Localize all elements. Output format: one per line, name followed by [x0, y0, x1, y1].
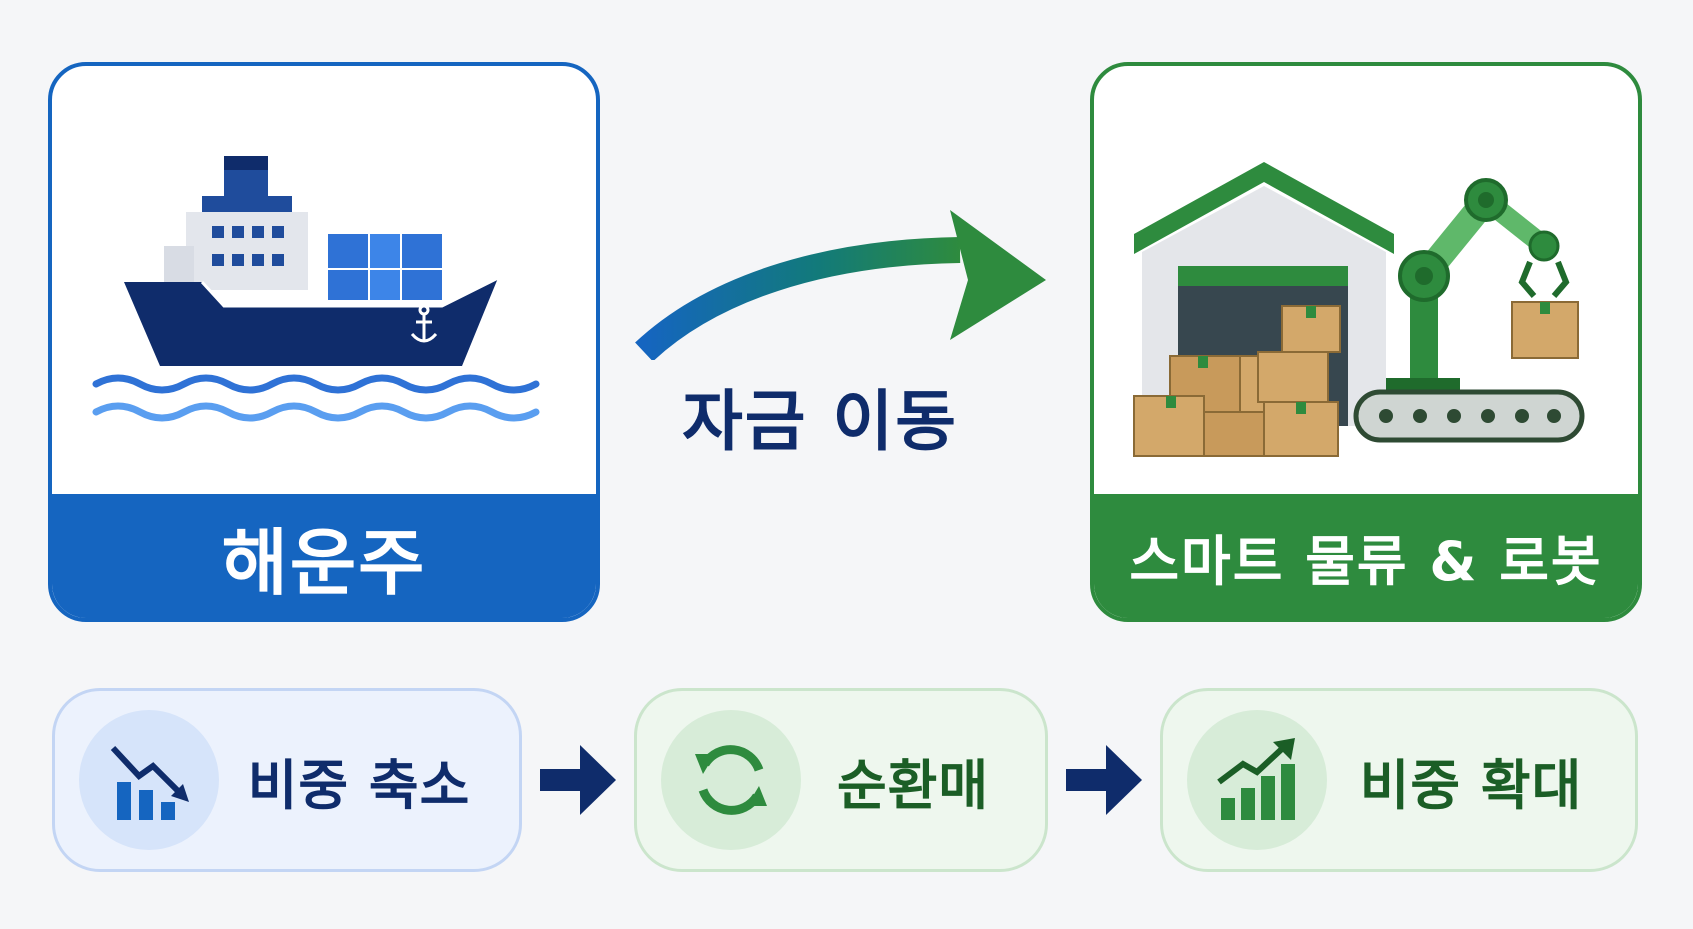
logistics-card-label: 스마트 물류 & 로봇 [1094, 494, 1638, 618]
step-arrow-1 [540, 745, 616, 815]
step-expand-icon-circle [1187, 710, 1327, 850]
container-ship-icon [92, 156, 540, 422]
transfer-label: 자금 이동 [682, 383, 958, 460]
step-reduce-label: 비중 축소 [247, 753, 471, 817]
rotation-icon [695, 745, 767, 815]
shipping-card-label: 해운주 [52, 494, 596, 618]
step-rotation-icon-circle [661, 710, 801, 850]
step-arrow-2 [1066, 745, 1142, 815]
shipping-card: 해운주 [48, 62, 600, 622]
step-reduce-weight: 비중 축소 [52, 688, 522, 872]
transfer-arrow [635, 210, 1046, 360]
step-expand-weight: 비중 확대 [1160, 688, 1638, 872]
warehouse-robot-arm-icon [1133, 162, 1585, 457]
chart-down-icon [110, 745, 189, 820]
step-reduce-icon-circle [79, 710, 219, 850]
step-expand-label: 비중 확대 [1359, 753, 1583, 817]
step-rotation: 순환매 [634, 688, 1048, 872]
step-rotation-label: 순환매 [836, 753, 990, 817]
logistics-card: 스마트 물류 & 로봇 [1090, 62, 1642, 622]
chart-up-icon [1217, 738, 1295, 820]
